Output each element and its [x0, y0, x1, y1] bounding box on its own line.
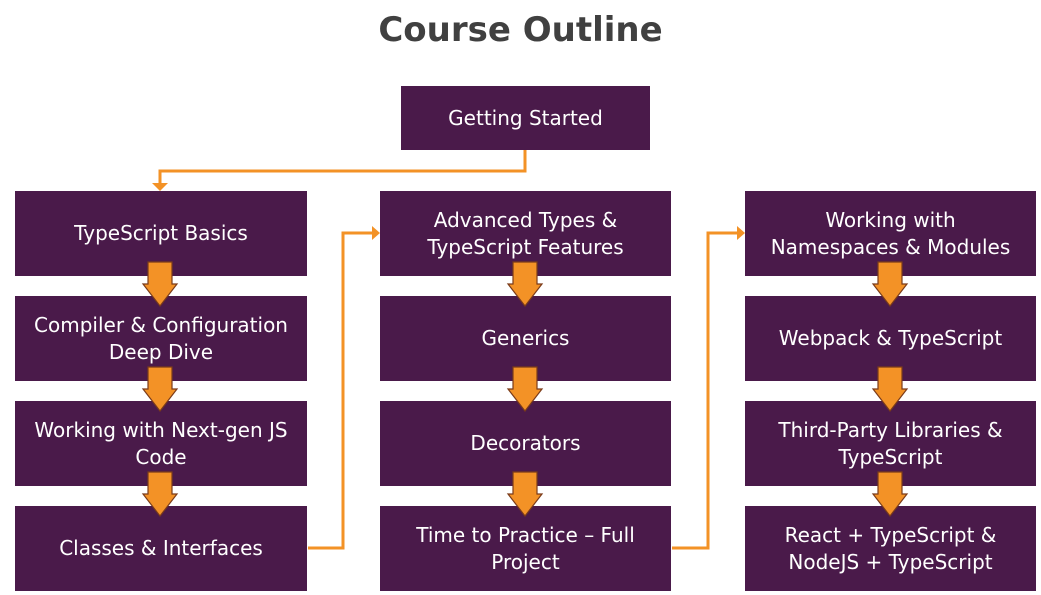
module-box-col3-1: Working with Namespaces & Modules [745, 191, 1036, 276]
module-label: Compiler & Configuration Deep Dive [34, 312, 288, 364]
connector-col2-to-col3 [672, 231, 737, 550]
module-box-col2-1: Advanced Types & TypeScript Features [380, 191, 671, 276]
module-label: Classes & Interfaces [59, 536, 263, 560]
module-label: Working with Next-gen JS Code [34, 417, 288, 469]
module-box-col1-4: Classes & Interfaces [15, 506, 307, 591]
module-label: Decorators [470, 431, 581, 455]
module-box-col2-2: Generics [380, 296, 671, 381]
module-label: Working with Namespaces & Modules [770, 207, 1011, 259]
connector-col2-to-col3-arrowhead [737, 226, 745, 240]
module-box-col1-3: Working with Next-gen JS Code [15, 401, 307, 486]
module-box-col1-1: TypeScript Basics [15, 191, 307, 276]
module-box-col2-4: Time to Practice – Full Project [380, 506, 671, 591]
module-label: Generics [481, 326, 570, 350]
module-label: Third-Party Libraries & TypeScript [778, 417, 1003, 469]
module-label: Advanced Types & TypeScript Features [427, 207, 624, 259]
module-label: TypeScript Basics [74, 221, 248, 245]
connector-start-to-col1-arrowhead [152, 183, 168, 191]
module-box-col3-3: Third-Party Libraries & TypeScript [745, 401, 1036, 486]
module-box-col1-2: Compiler & Configuration Deep Dive [15, 296, 307, 381]
module-label: Time to Practice – Full Project [416, 522, 635, 574]
module-box-getting-started: Getting Started [401, 86, 650, 150]
module-label: Webpack & TypeScript [778, 326, 1003, 350]
page-title: Course Outline [378, 10, 663, 50]
module-label: Getting Started [448, 105, 603, 130]
module-box-col3-4: React + TypeScript & NodeJS + TypeScript [745, 506, 1036, 591]
module-label: React + TypeScript & NodeJS + TypeScript [784, 522, 997, 574]
module-box-col3-2: Webpack & TypeScript [745, 296, 1036, 381]
module-box-col2-3: Decorators [380, 401, 671, 486]
connector-start-to-col1 [158, 150, 527, 183]
connector-col1-to-col2 [308, 231, 372, 550]
connector-col1-to-col2-arrowhead [372, 226, 380, 240]
